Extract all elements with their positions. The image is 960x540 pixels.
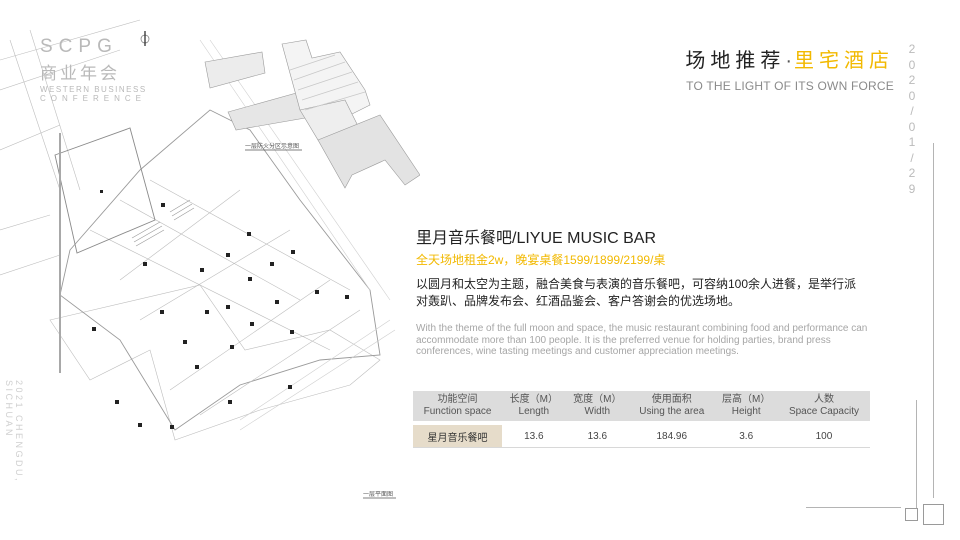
- date-char: 2: [908, 166, 916, 180]
- col-height: 层高（M）Height: [714, 391, 778, 421]
- date-char: 9: [908, 181, 916, 196]
- cell-function-space: 星月音乐餐吧: [413, 425, 503, 448]
- decorative-square-large: [923, 504, 944, 525]
- cell-capacity: 100: [777, 425, 870, 448]
- date-char: 2: [908, 42, 916, 56]
- decorative-vertical-bar: [59, 133, 61, 373]
- col-length: 长度（M）Length: [502, 391, 566, 421]
- logo-acronym: SCPG: [40, 36, 118, 57]
- date-char: 0: [908, 119, 916, 134]
- date-char: /: [910, 150, 914, 165]
- page-subtitle: TO THE LIGHT OF ITS OWN FORCE: [686, 79, 894, 93]
- title-highlight: 里宅酒店: [794, 50, 894, 72]
- date-char: 0: [908, 88, 916, 103]
- decorative-line-right-short: [916, 400, 917, 508]
- floor-plan-drawing: 一层防火分区示意图 一层平面图: [0, 19, 420, 499]
- venue-description-cn: 以圆月和太空为主题，融合美食与表演的音乐餐吧，可容纳100余人进餐，是举行派对轰…: [416, 277, 857, 308]
- date-char: 0: [908, 57, 916, 72]
- logo-en-line1: WESTERN BUSINESS: [40, 85, 147, 94]
- venue-description-en: With the theme of the full moon and spac…: [416, 323, 868, 357]
- decorative-line-bottom: [806, 507, 901, 508]
- event-logo: SCPG 商业年会 WESTERN BUSINESS CONFERENCE: [40, 36, 160, 103]
- decorative-line-right: [933, 143, 934, 498]
- date-char: 1: [908, 135, 916, 149]
- date-char: 2: [908, 73, 916, 87]
- side-caption: 2021 CHENGDU, SICHUAN: [4, 380, 24, 484]
- floor-plan-label: 一层平面图: [363, 491, 393, 498]
- fire-zone-label: 一层防火分区示意图: [245, 142, 299, 150]
- date-vertical: 2 0 2 0 / 0 1 / 2 9: [906, 42, 918, 197]
- cell-length: 13.6: [502, 425, 566, 448]
- title-main: 场地推荐: [685, 50, 786, 72]
- date-char: /: [910, 104, 914, 118]
- venue-name: 里月音乐餐吧/LIYUE MUSIC BAR: [416, 230, 657, 247]
- cell-height: 3.6: [714, 425, 778, 448]
- north-arrow-icon: [140, 31, 150, 46]
- decorative-square-small: [905, 508, 918, 521]
- page-header: 场地推荐·里宅酒店 TO THE LIGHT OF ITS OWN FORCE: [685, 44, 894, 93]
- title-separator: ·: [785, 50, 794, 72]
- logo-en-line2: CONFERENCE: [40, 94, 147, 103]
- venue-price: 全天场地租金2w，晚宴桌餐1599/1899/2199/桌: [416, 253, 666, 267]
- venue-info: 里月音乐餐吧/LIYUE MUSIC BAR 全天场地租金2w，晚宴桌餐1599…: [416, 224, 876, 358]
- cell-width: 13.6: [565, 425, 630, 448]
- cell-area: 184.96: [629, 425, 715, 448]
- logo-cn-name: 商业年会: [40, 64, 120, 83]
- table-row: 星月音乐餐吧 13.6 13.6 184.96 3.6 100: [413, 425, 870, 448]
- col-width: 宽度（M）Width: [565, 391, 630, 421]
- page-title: 场地推荐·里宅酒店: [685, 44, 894, 73]
